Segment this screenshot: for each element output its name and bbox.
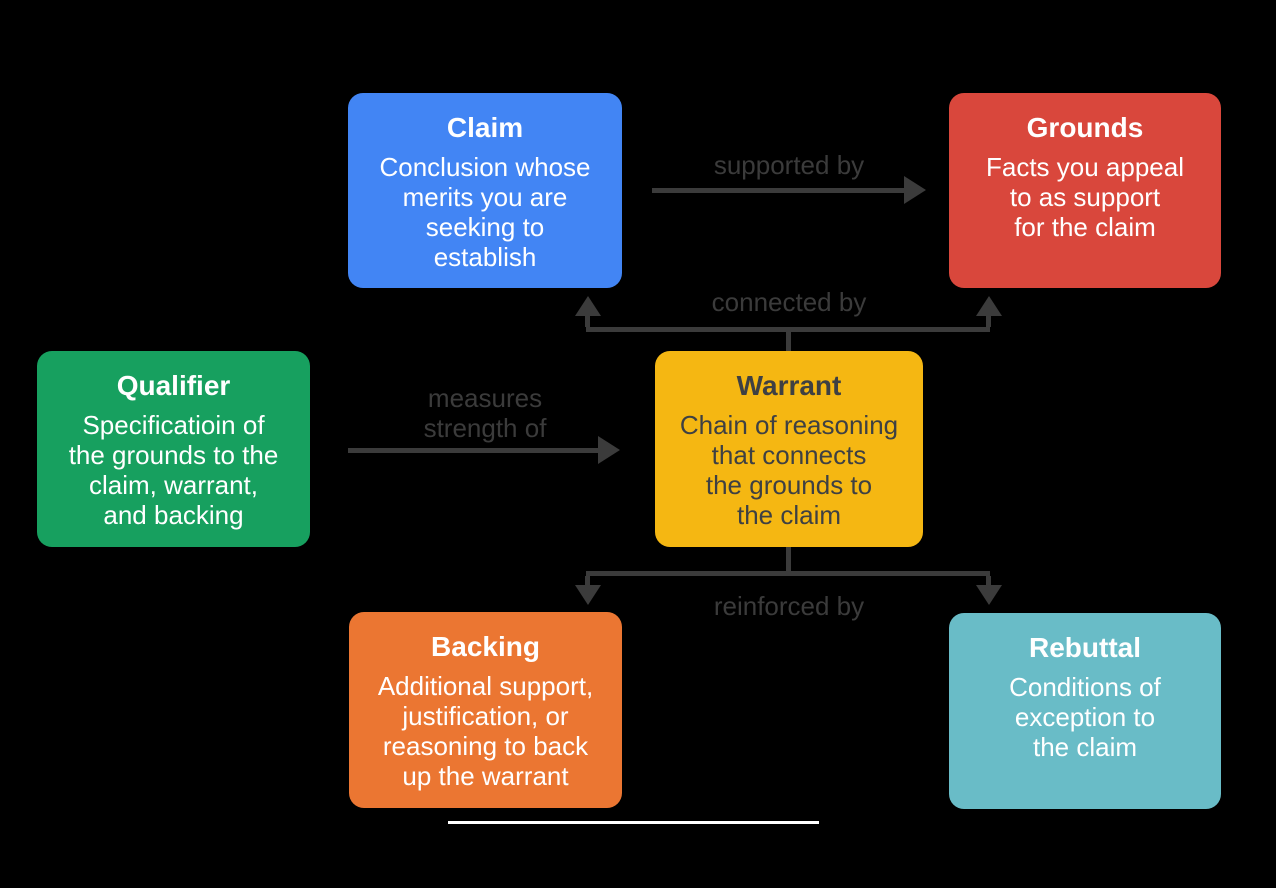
node-backing-title: Backing bbox=[431, 631, 540, 662]
arrowhead-up-icon bbox=[575, 296, 601, 316]
node-warrant: Warrant Chain of reasoning that connects… bbox=[655, 351, 923, 547]
edge-connected-by-label: connected by bbox=[711, 287, 867, 317]
node-claim: Claim Conclusion whose merits you are se… bbox=[348, 93, 622, 288]
edge-reinforced-by-left-stem bbox=[585, 576, 590, 586]
node-grounds-body: Facts you appeal to as support for the c… bbox=[985, 152, 1184, 242]
edge-supported-by-label: supported by bbox=[713, 150, 865, 180]
node-warrant-title: Warrant bbox=[736, 370, 842, 401]
node-rebuttal: Rebuttal Conditions of exception to the … bbox=[949, 613, 1221, 809]
node-qualifier: Qualifier Specificatioin of the grounds … bbox=[37, 351, 310, 547]
edge-reinforced-by-right-stem bbox=[986, 576, 991, 586]
arrowhead-up-icon bbox=[976, 296, 1002, 316]
edge-supported-by-line bbox=[652, 188, 910, 193]
node-claim-title: Claim bbox=[446, 112, 524, 143]
node-rebuttal-body: Conditions of exception to the claim bbox=[1009, 672, 1161, 762]
edge-measures-strength-of-label: measures strength of bbox=[423, 383, 547, 443]
arrowhead-right-icon bbox=[904, 176, 926, 204]
edge-reinforced-by-stub bbox=[786, 547, 791, 571]
edge-connected-by-crossbar bbox=[586, 327, 990, 332]
node-rebuttal-title: Rebuttal bbox=[1029, 632, 1141, 663]
edge-reinforced-by-label: reinforced by bbox=[713, 591, 865, 621]
node-claim-body: Conclusion whose merits you are seeking … bbox=[379, 152, 591, 272]
node-qualifier-body: Specificatioin of the grounds to the cla… bbox=[68, 410, 279, 530]
edge-connected-by-stub bbox=[786, 327, 791, 351]
node-backing: Backing Additional support, justificatio… bbox=[349, 612, 622, 808]
node-grounds: Grounds Facts you appeal to as support f… bbox=[949, 93, 1221, 288]
node-qualifier-title: Qualifier bbox=[116, 370, 231, 401]
node-warrant-body: Chain of reasoning that connects the gro… bbox=[679, 410, 899, 530]
edge-reinforced-by-crossbar bbox=[586, 571, 990, 576]
arrowhead-down-icon bbox=[575, 585, 601, 605]
edge-connected-by-right-stem bbox=[986, 314, 991, 327]
bottom-divider bbox=[448, 821, 819, 824]
edge-measures-strength-of-line bbox=[348, 448, 600, 453]
node-backing-body: Additional support, justification, or re… bbox=[377, 671, 594, 791]
edge-connected-by-left-stem bbox=[585, 314, 590, 327]
arrowhead-right-icon bbox=[598, 436, 620, 464]
arrowhead-down-icon bbox=[976, 585, 1002, 605]
node-grounds-title: Grounds bbox=[1026, 112, 1144, 143]
